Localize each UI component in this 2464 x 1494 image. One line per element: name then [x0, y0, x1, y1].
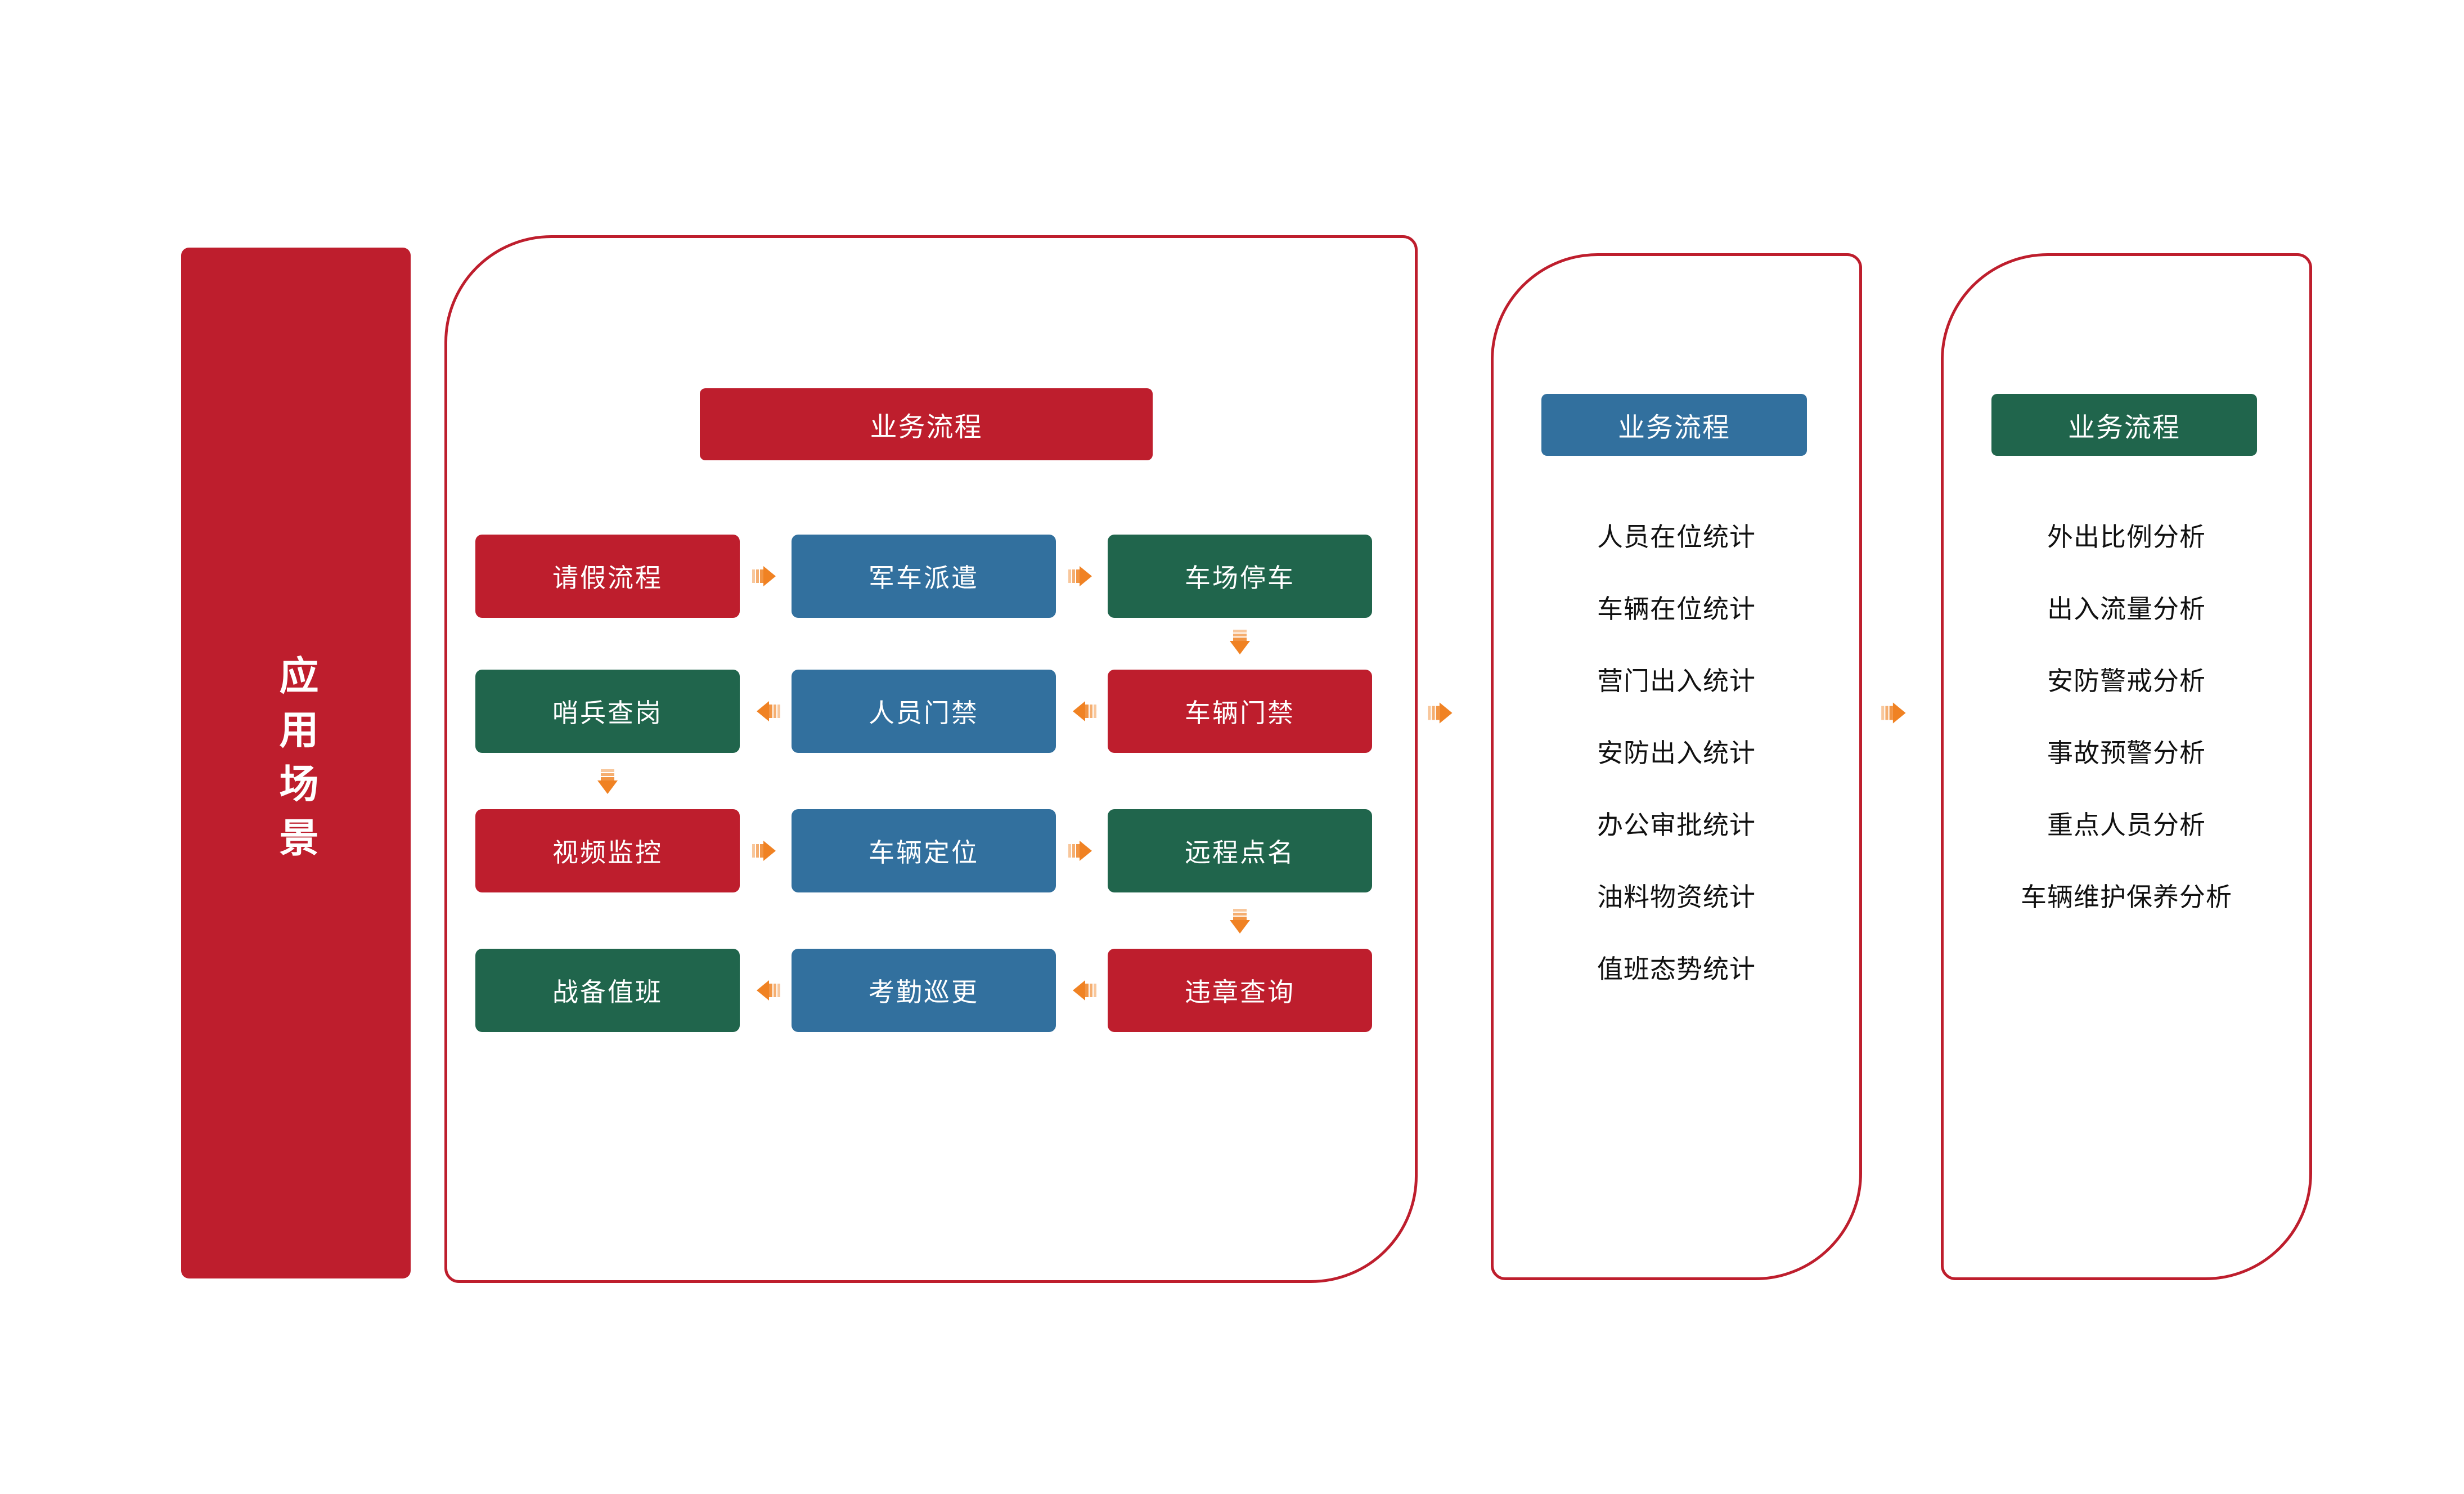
statistics-item-list: 人员在位统计 车辆在位统计 营门出入统计 安防出入统计 办公审批统计 油料物资统…: [1491, 501, 1862, 1005]
list-item: 人员在位统计: [1597, 522, 1756, 551]
flow-box[interactable]: 哨兵查岗: [475, 670, 740, 753]
statistics-panel-header: 业务流程: [1541, 394, 1807, 456]
flow-box[interactable]: 车场停车: [1108, 535, 1372, 618]
analysis-panel-header: 业务流程: [1991, 394, 2257, 456]
arrow-right-icon: [749, 833, 784, 868]
list-item: 营门出入统计: [1597, 666, 1756, 696]
analysis-item-list: 外出比例分析 出入流量分析 安防警戒分析 事故预警分析 重点人员分析 车辆维护保…: [1941, 501, 2312, 933]
arrow-right-icon: [1424, 695, 1460, 731]
process-flow-grid: 请假流程 军车派遣 车场停车: [475, 535, 1381, 1041]
list-item: 重点人员分析: [2047, 810, 2206, 840]
flow-box[interactable]: 军车派遣: [792, 535, 1056, 618]
application-scenario-label: 应用场景: [274, 655, 318, 871]
flow-box[interactable]: 请假流程: [475, 535, 740, 618]
arrow-down-icon: [1222, 905, 1257, 940]
flow-box[interactable]: 车辆门禁: [1108, 670, 1372, 753]
flow-box[interactable]: 考勤巡更: [792, 949, 1056, 1032]
application-scenario-banner: 应用场景: [181, 248, 411, 1278]
arrow-right-icon: [1878, 695, 1914, 731]
list-item: 外出比例分析: [2047, 522, 2206, 551]
arrow-down-icon: [590, 766, 625, 801]
flow-box[interactable]: 视频监控: [475, 809, 740, 892]
list-item: 值班态势统计: [1597, 954, 1756, 984]
process-panel-header: 业务流程: [700, 388, 1153, 460]
arrow-right-icon: [1065, 833, 1100, 868]
arrow-right-icon: [749, 559, 784, 594]
flow-box[interactable]: 人员门禁: [792, 670, 1056, 753]
list-item: 车辆在位统计: [1597, 594, 1756, 623]
arrow-down-icon: [1222, 626, 1257, 661]
list-item: 事故预警分析: [2047, 738, 2206, 768]
list-item: 油料物资统计: [1597, 882, 1756, 912]
flow-box[interactable]: 战备值班: [475, 949, 740, 1032]
arrow-left-icon: [749, 694, 784, 729]
list-item: 车辆维护保养分析: [2021, 882, 2232, 912]
arrow-right-icon: [1065, 559, 1100, 594]
list-item: 安防出入统计: [1597, 738, 1756, 768]
arrow-left-icon: [1065, 694, 1100, 729]
list-item: 安防警戒分析: [2047, 666, 2206, 696]
arrow-left-icon: [1065, 973, 1100, 1008]
list-item: 办公审批统计: [1597, 810, 1756, 840]
list-item: 出入流量分析: [2047, 594, 2206, 623]
flow-box[interactable]: 违章查询: [1108, 949, 1372, 1032]
arrow-left-icon: [749, 973, 784, 1008]
flow-box[interactable]: 车辆定位: [792, 809, 1056, 892]
flow-box[interactable]: 远程点名: [1108, 809, 1372, 892]
